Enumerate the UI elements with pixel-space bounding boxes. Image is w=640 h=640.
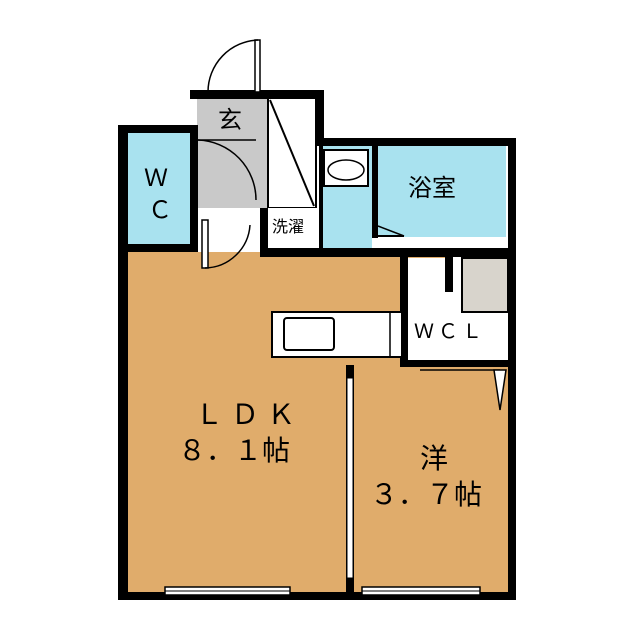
ldk-name: ＬＤＫ (195, 398, 303, 431)
entrance-door (207, 39, 261, 93)
western-name: 洋 (420, 442, 448, 475)
wcl-label: ＷＣＬ (414, 319, 486, 343)
window-western (361, 586, 481, 596)
laundry-label: 洗濯 (272, 217, 304, 236)
bath-label: 浴室 (408, 174, 456, 202)
ldk-size: ８．１帖 (178, 434, 290, 467)
washbasin (323, 149, 369, 187)
bath-door (377, 225, 405, 237)
western-room-floor (350, 365, 508, 592)
walls (118, 90, 516, 600)
sliding-door (346, 377, 354, 579)
wc-label-line1: Ｗ (144, 164, 168, 192)
entrance-label: 玄 (218, 106, 242, 134)
entrance-inner-door (197, 139, 257, 201)
wc-floor (127, 132, 193, 245)
wcl-door (420, 369, 507, 411)
kitchen-counter (271, 311, 403, 358)
ldk-door (201, 219, 251, 269)
laundry-floor (268, 208, 321, 248)
wcl-shelf (461, 257, 509, 313)
window-ldk (164, 586, 291, 596)
wc-label-line2: Ｃ (148, 196, 172, 224)
western-size: ３．７帖 (370, 478, 482, 511)
shoe-cabinet-diagonal (269, 99, 315, 207)
bathroom-floor (378, 145, 506, 237)
entrance-step (197, 208, 262, 224)
